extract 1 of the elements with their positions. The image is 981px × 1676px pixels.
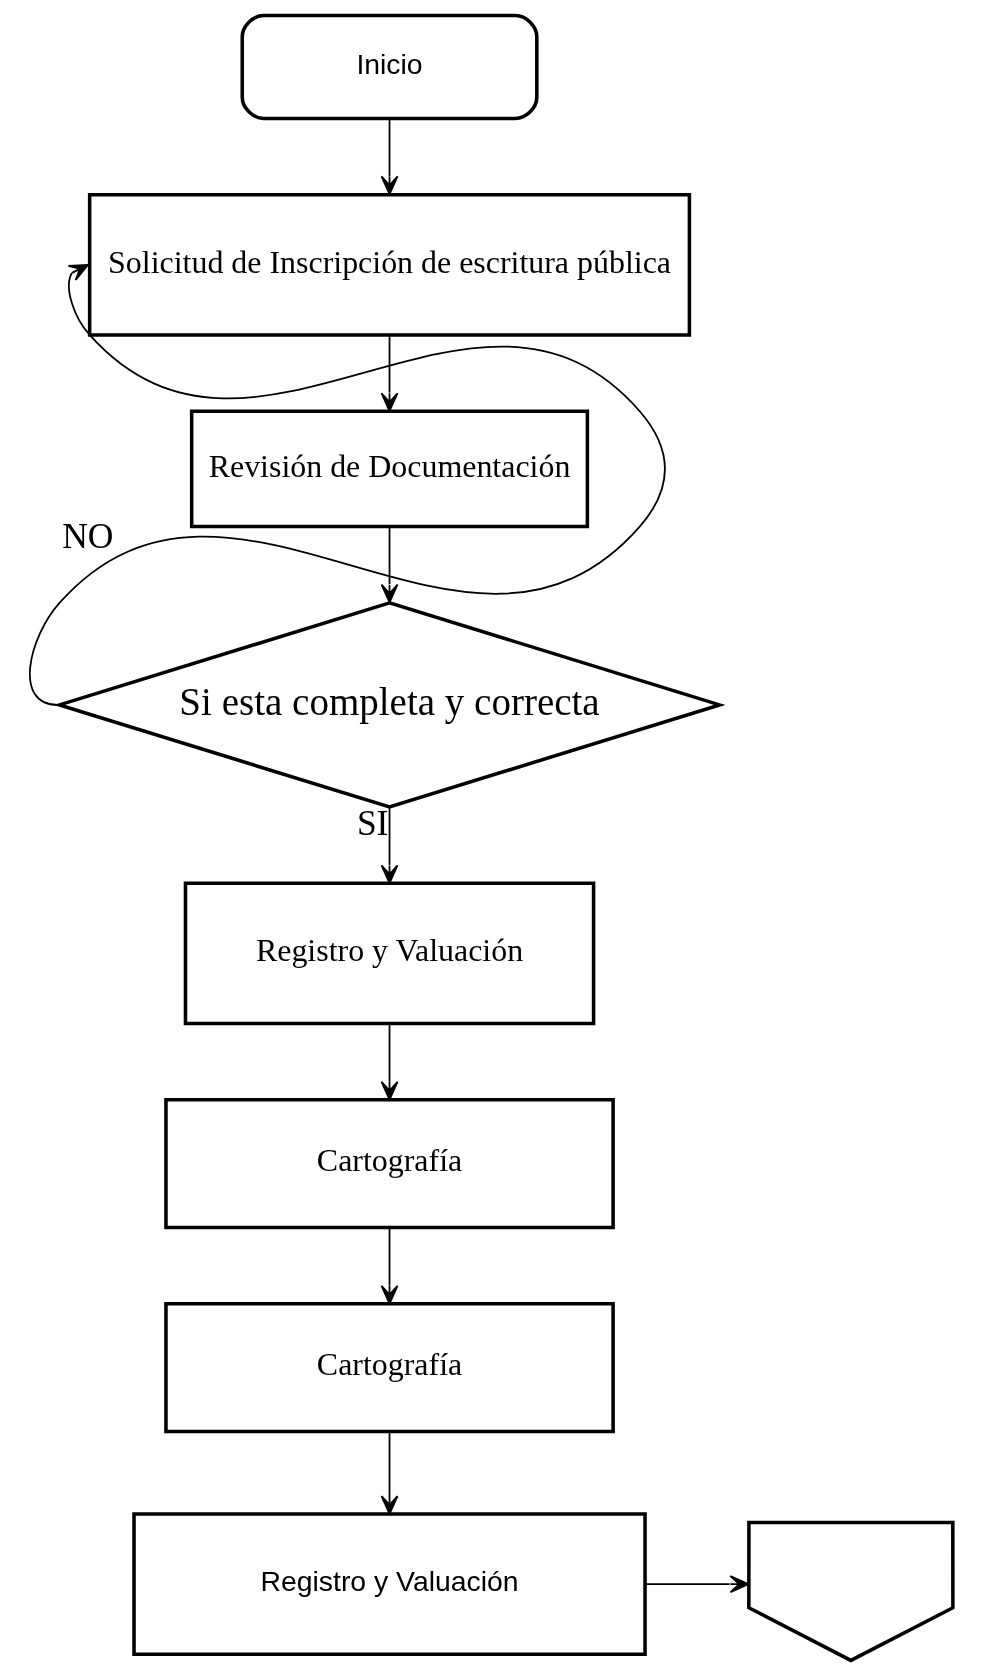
edge-label: NO — [61, 516, 113, 557]
